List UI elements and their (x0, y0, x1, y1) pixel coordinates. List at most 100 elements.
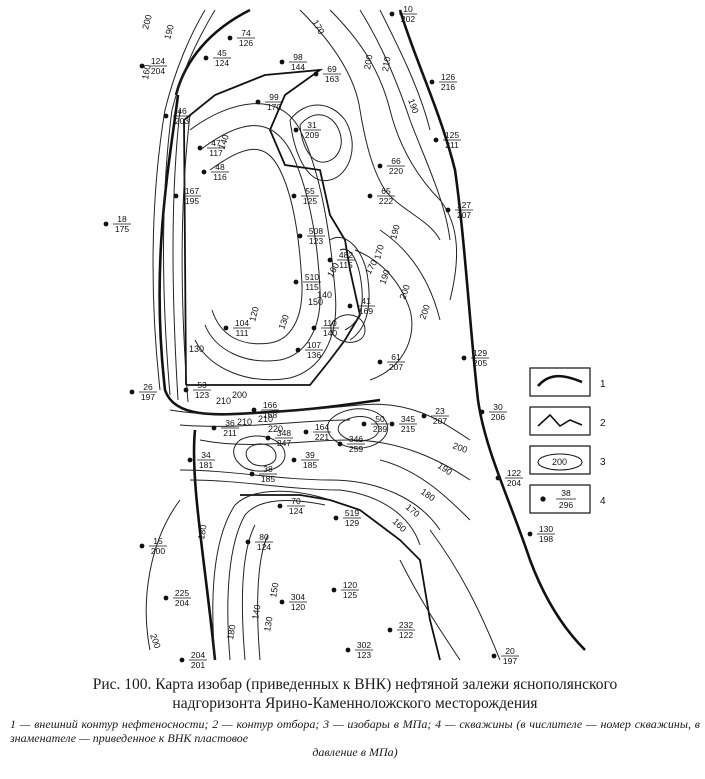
isobar-label: 210 (216, 396, 231, 406)
well-pressure: 123 (195, 390, 209, 400)
well-pressure: 126 (239, 38, 253, 48)
well-number: 30 (493, 402, 503, 412)
well-number: 31 (307, 120, 317, 130)
isobar-label: 200 (362, 54, 374, 71)
well-pressure: 124 (215, 58, 229, 68)
isobar-label: 180 (225, 624, 237, 641)
well-number: 124 (151, 56, 165, 66)
well-dot (337, 441, 343, 447)
well-pressure: 195 (185, 196, 199, 206)
well-dot (279, 599, 285, 605)
well-pressure: 211 (445, 140, 459, 150)
well-number: 80 (259, 532, 269, 542)
isobar-label: 170 (310, 18, 326, 36)
well-number: 510 (305, 272, 319, 282)
well-pressure: 204 (507, 478, 521, 488)
well-number: 164 (315, 422, 329, 432)
well-number: 69 (327, 64, 337, 74)
outer-oil-contour-east (398, 9, 586, 651)
well-number: 126 (441, 72, 455, 82)
isobar-label: 200 (232, 390, 247, 400)
well-dot (333, 515, 339, 521)
well-dot (389, 421, 395, 427)
well-pressure: 116 (213, 172, 227, 182)
well-number: 66 (391, 156, 401, 166)
well-dot (129, 389, 135, 395)
well-pressure: 170 (267, 102, 281, 112)
isobar-lines (145, 9, 501, 661)
isobar-label: 210 (237, 417, 252, 427)
well-pressure: 125 (303, 196, 317, 206)
legend-box-isobar (529, 445, 591, 475)
well-dot (163, 113, 169, 119)
well-dot (293, 279, 299, 285)
well-number: 74 (241, 28, 251, 38)
isobar-label: 200 (140, 13, 154, 30)
well-dot (387, 627, 393, 633)
well-dot (245, 539, 251, 545)
well-pressure: 197 (503, 656, 517, 666)
well-dot (421, 413, 427, 419)
well-pressure: 247 (277, 438, 291, 448)
well-pressure: 216 (441, 82, 455, 92)
well-pressure: 220 (389, 166, 403, 176)
well-dot (249, 471, 255, 477)
well-pressure: 122 (399, 630, 413, 640)
well-dot (361, 421, 367, 427)
well-pressure: 163 (325, 74, 339, 84)
well-dot (377, 359, 383, 365)
well-pressure: 201 (191, 660, 205, 670)
well-number: 166 (263, 400, 277, 410)
well-pressure: 198 (539, 534, 553, 544)
well-pressure: 120 (291, 602, 305, 612)
legend-num: 1 (600, 379, 606, 390)
caption-line-2: надгоризонта Ярино-Каменноложского место… (172, 695, 538, 712)
well-dot (103, 221, 109, 227)
isobar-label: 200 (417, 303, 432, 321)
well-pressure: 136 (307, 350, 321, 360)
well-dot (139, 63, 145, 69)
isobar-label: 170 (404, 502, 422, 519)
isobar-label: 200 (397, 283, 412, 301)
well-pressure: 144 (291, 62, 305, 72)
well-pressure: 181 (199, 460, 213, 470)
well-dot (255, 99, 261, 105)
well-pressure: 124 (257, 542, 271, 552)
isobar-label: 180 (196, 524, 208, 541)
well-pressure: 207 (433, 416, 447, 426)
well-pressure: 215 (401, 424, 415, 434)
isobar-label: 130 (189, 344, 204, 354)
well-dot (277, 503, 283, 509)
well-number: 345 (401, 414, 415, 424)
isobar-label: 150 (268, 582, 280, 599)
well-number: 110 (323, 318, 337, 328)
well-dot (327, 257, 333, 263)
well-number: 519 (345, 508, 359, 518)
well-number: 18 (117, 214, 127, 224)
legend-num: 2 (600, 418, 606, 429)
well-dot (197, 145, 203, 151)
isobar-label: 140 (216, 133, 231, 151)
well-number: 129 (473, 348, 487, 358)
well-number: 36 (225, 418, 235, 428)
well-number: 38 (263, 464, 273, 474)
isobar-label: 140 (250, 604, 262, 621)
